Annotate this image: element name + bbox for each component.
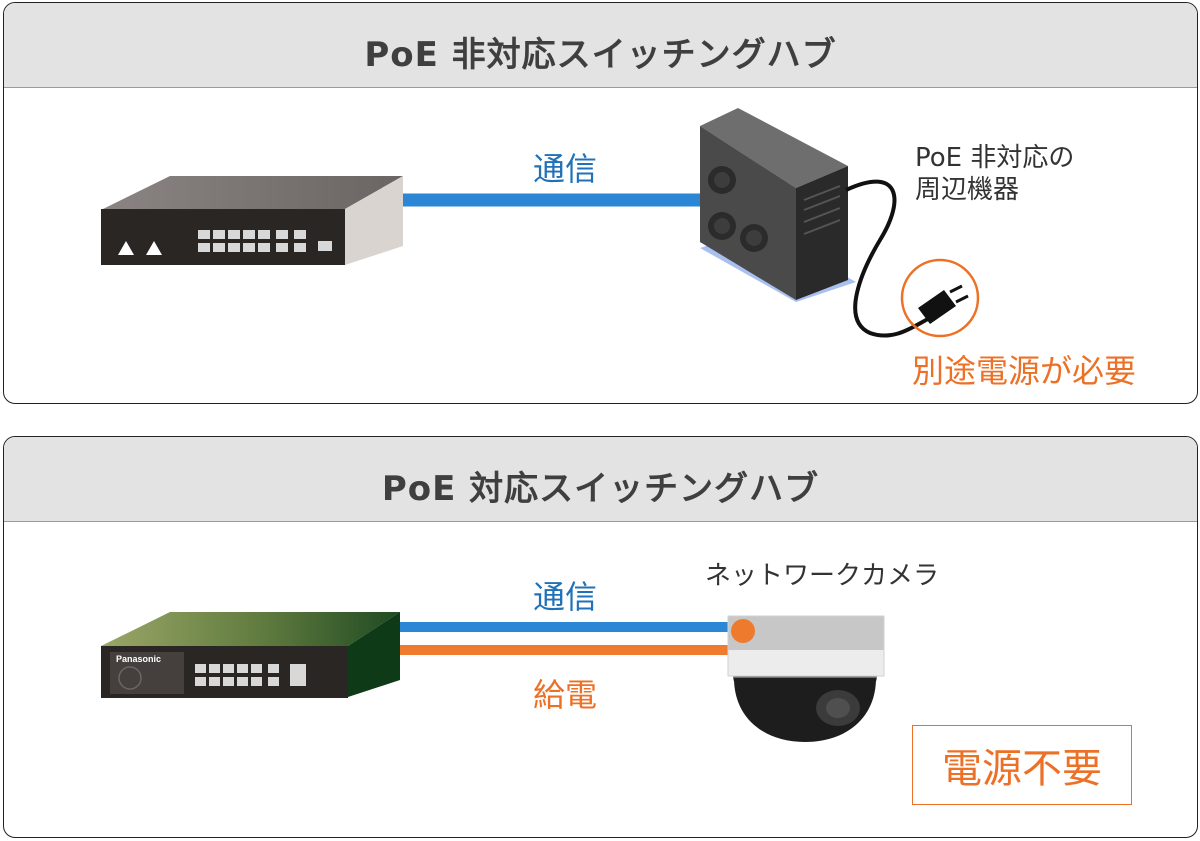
power-highlight-circle <box>900 258 980 338</box>
status-led-icon <box>731 619 755 643</box>
non-poe-panel-title: PoE 非対応スイッチングハブ <box>364 35 837 75</box>
camera-label: ネットワークカメラ <box>705 561 940 591</box>
power-required-note: 別途電源が必要 <box>912 352 1137 390</box>
pc-tower <box>700 108 856 302</box>
non-poe-device-label-line2: 周辺機器 <box>915 175 1020 205</box>
poe-panel-header: PoE 対応スイッチングハブ <box>4 437 1197 522</box>
bottom-data-label: 通信 <box>533 578 598 616</box>
power-cord <box>845 179 931 338</box>
non-poe-device-label: PoE 非対応の 周辺機器 <box>915 142 1074 206</box>
no-power-needed-note: 電源不要 <box>912 725 1132 805</box>
non-poe-switch <box>101 176 403 265</box>
poe-panel-title: PoE 対応スイッチングハブ <box>381 469 820 509</box>
top-data-label: 通信 <box>533 150 598 188</box>
warning-triangle-icon <box>118 241 134 255</box>
network-camera <box>727 615 885 742</box>
power-plug-icon <box>918 284 969 324</box>
poe-switch <box>101 612 400 698</box>
non-poe-device-label-line1: PoE 非対応の <box>915 143 1075 173</box>
non-poe-panel-header: PoE 非対応スイッチングハブ <box>4 3 1197 88</box>
bottom-power-label: 給電 <box>533 676 598 714</box>
switch-brand-logo: Panasonic <box>116 654 161 664</box>
warning-triangle-icon <box>146 241 162 255</box>
